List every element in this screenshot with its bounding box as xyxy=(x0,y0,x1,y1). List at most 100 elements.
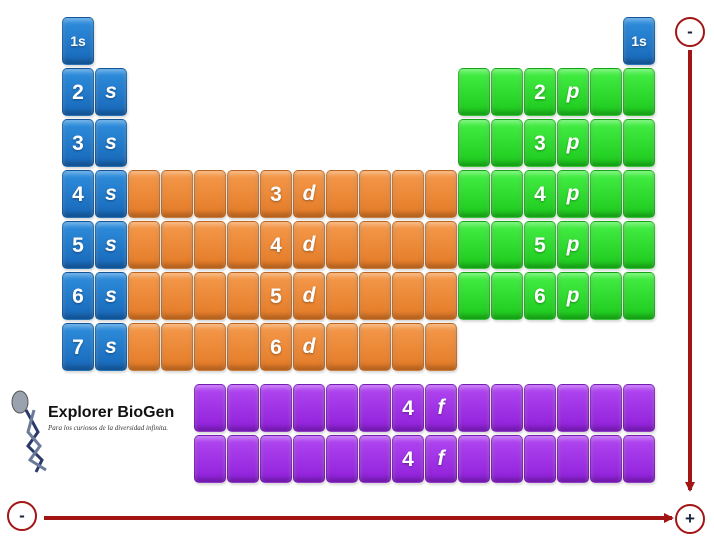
f-block-cell xyxy=(425,435,457,483)
f-block-cell xyxy=(326,435,358,483)
f-block-cell xyxy=(491,384,523,432)
d-block-cell xyxy=(293,272,325,320)
d-block-cell xyxy=(425,170,457,218)
s-block-cell xyxy=(62,119,94,167)
s-block-label-number: 4 xyxy=(72,183,84,206)
s-block-label-letter: s xyxy=(105,284,117,307)
p-block-cell xyxy=(458,272,490,320)
d-block-cell xyxy=(128,272,160,320)
s-block-cell xyxy=(62,17,94,65)
f-block-cell xyxy=(590,384,622,432)
p-block-label-letter: p xyxy=(566,131,580,154)
d-block-label-number: 6 xyxy=(270,336,282,359)
f-block-cell xyxy=(557,435,589,483)
d-block-cell xyxy=(128,323,160,371)
d-block-cell xyxy=(392,221,424,269)
s-block-label-number: 7 xyxy=(72,336,84,359)
s-block-label-number: 1s xyxy=(631,33,647,49)
d-block-label-letter: d xyxy=(302,335,316,358)
s-block-label-number: 2 xyxy=(72,81,84,104)
s-block-cell xyxy=(62,323,94,371)
p-block-cell xyxy=(458,170,490,218)
d-block-cell xyxy=(326,272,358,320)
f-block-cell xyxy=(425,384,457,432)
s-block-cell xyxy=(95,119,127,167)
s-block-label-number: 3 xyxy=(72,132,84,155)
d-block-cell xyxy=(227,170,259,218)
s-block-cell xyxy=(95,221,127,269)
d-block-cell xyxy=(227,221,259,269)
p-block-cell xyxy=(557,170,589,218)
s-block-label-letter: s xyxy=(105,233,117,256)
bottom-left-minus-circle: - xyxy=(7,501,37,531)
d-block-cell xyxy=(260,170,292,218)
d-block-cell xyxy=(260,221,292,269)
s-block-label-number: 1s xyxy=(70,33,86,49)
p-block-cell xyxy=(524,68,556,116)
f-block-cell xyxy=(557,384,589,432)
s-block-label-letter: s xyxy=(105,80,117,103)
d-block-cell xyxy=(161,170,193,218)
p-block-cell xyxy=(557,272,589,320)
p-block-cell xyxy=(491,170,523,218)
f-block-cell xyxy=(194,435,226,483)
s-block-label-letter: s xyxy=(105,131,117,154)
top-minus-circle: - xyxy=(675,17,705,47)
f-block-cell xyxy=(194,384,226,432)
f-block-label-number: 4 xyxy=(402,448,414,471)
f-block-cell xyxy=(359,384,391,432)
d-block-cell xyxy=(359,272,391,320)
d-block-label-letter: d xyxy=(302,284,316,307)
s-block-cell xyxy=(623,17,655,65)
p-block-label-letter: p xyxy=(566,182,580,205)
s-block-cell xyxy=(62,170,94,218)
d-block-cell xyxy=(128,221,160,269)
d-block-cell xyxy=(161,221,193,269)
d-block-cell xyxy=(326,221,358,269)
f-block-label-letter: f xyxy=(437,447,445,470)
f-block-cell xyxy=(524,384,556,432)
d-block-cell xyxy=(227,323,259,371)
f-block-cell xyxy=(623,384,655,432)
p-block-cell xyxy=(524,272,556,320)
d-block-cell xyxy=(293,221,325,269)
p-block-label-letter: p xyxy=(566,284,580,307)
p-block-cell xyxy=(458,119,490,167)
f-block-cell xyxy=(458,384,490,432)
d-block-cell xyxy=(425,323,457,371)
p-block-label-letter: p xyxy=(566,80,580,103)
d-block-label-letter: d xyxy=(302,182,316,205)
f-block-cell xyxy=(524,435,556,483)
d-block-cell xyxy=(194,323,226,371)
s-block-cell xyxy=(95,170,127,218)
d-block-cell xyxy=(293,170,325,218)
d-block-cell xyxy=(128,170,160,218)
p-block-cell xyxy=(458,68,490,116)
bottom-right-plus-circle: + xyxy=(675,504,705,534)
f-block-cell xyxy=(590,435,622,483)
d-block-cell xyxy=(293,323,325,371)
s-block-cell xyxy=(62,221,94,269)
p-block-cell xyxy=(590,221,622,269)
f-block-cell xyxy=(392,384,424,432)
d-block-cell xyxy=(227,272,259,320)
d-block-cell xyxy=(260,323,292,371)
f-block-cell xyxy=(227,384,259,432)
d-block-cell xyxy=(161,272,193,320)
f-block-cell xyxy=(293,384,325,432)
f-block-cell xyxy=(458,435,490,483)
d-block-cell xyxy=(260,272,292,320)
d-block-cell xyxy=(326,170,358,218)
p-block-cell xyxy=(524,170,556,218)
f-block-label-letter: f xyxy=(437,396,445,419)
p-block-label-number: 2 xyxy=(534,81,546,104)
d-block-cell xyxy=(425,272,457,320)
f-block-cell xyxy=(392,435,424,483)
d-block-label-letter: d xyxy=(302,233,316,256)
logo-tagline: Para los curiosos de la diversidad infin… xyxy=(48,424,168,432)
p-block-cell xyxy=(524,119,556,167)
d-block-cell xyxy=(392,323,424,371)
s-block-cell xyxy=(62,68,94,116)
